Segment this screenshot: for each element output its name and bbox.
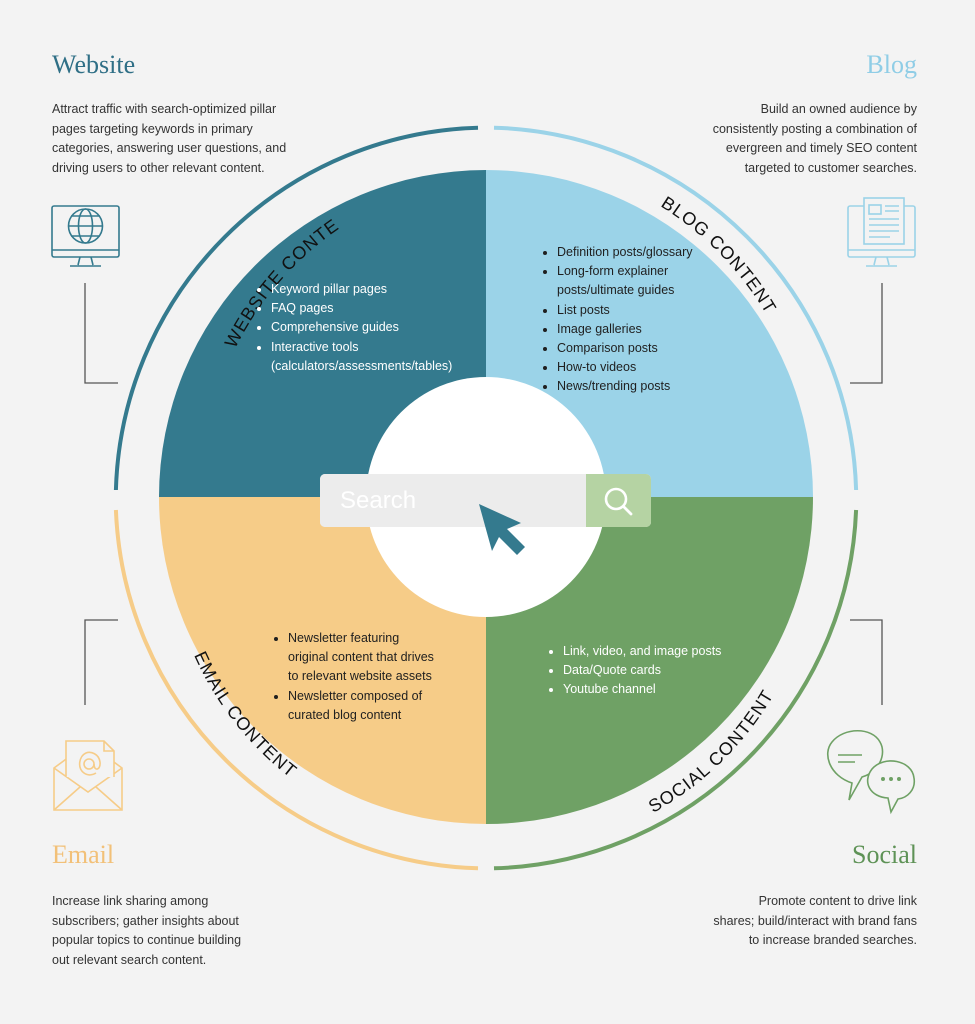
blog-connector-line bbox=[850, 283, 883, 384]
website-description-line: pages targeting keywords in primary bbox=[52, 121, 253, 136]
email-description: Increase link sharing among subscribers;… bbox=[52, 892, 312, 970]
list-item: Newsletter composed of curated blog conte… bbox=[288, 687, 488, 725]
website-connector-line bbox=[84, 283, 118, 384]
email-description-line: subscribers; gather insights about bbox=[52, 913, 239, 928]
email-outer-ring bbox=[113, 509, 479, 871]
blog-description: Build an owned audience by consistently … bbox=[657, 100, 917, 178]
list-item: Newsletter featuring original content tha… bbox=[288, 629, 488, 687]
list-item-text: Newsletter composed of bbox=[288, 688, 423, 703]
list-item-text: to relevant website assets bbox=[288, 669, 432, 684]
cursor-arrow-icon bbox=[479, 504, 525, 555]
monitor-article-icon bbox=[847, 197, 916, 267]
list-item: Interactive tools (calculators/assessment… bbox=[271, 338, 496, 376]
list-item-text: posts/ultimate guides bbox=[557, 283, 675, 298]
website-description: Attract traffic with search-optimized pi… bbox=[52, 100, 312, 178]
website-content-list: Keyword pillar pages FAQ pages Comprehen… bbox=[253, 280, 496, 376]
monitor-globe-icon bbox=[51, 205, 120, 267]
email-description-line: popular topics to continue building bbox=[52, 933, 242, 947]
envelope-at-icon bbox=[53, 740, 123, 811]
social-outer-ring bbox=[493, 509, 859, 871]
list-item: Youtube channel bbox=[563, 680, 763, 699]
list-item: Comprehensive guides bbox=[271, 318, 496, 337]
email-content-list: Newsletter featuring original content tha… bbox=[270, 629, 488, 725]
list-item: News/trending posts bbox=[557, 377, 737, 396]
website-title: Website bbox=[52, 50, 136, 79]
blog-description-line: evergreen and timely SEO content bbox=[725, 141, 917, 155]
search-button[interactable] bbox=[586, 474, 651, 527]
list-item: Image galleries bbox=[557, 320, 737, 339]
search-input[interactable] bbox=[320, 474, 586, 527]
list-item: Link, video, and image posts bbox=[563, 642, 763, 661]
social-description-line: to increase branded searches. bbox=[748, 933, 917, 947]
social-title: Social bbox=[852, 840, 917, 869]
website-description-line: Attract traffic with search-optimized pi… bbox=[52, 102, 277, 116]
social-content-list: Link, video, and image posts Data/Quote … bbox=[545, 642, 763, 700]
social-description-line: shares; build/interact with brand fans bbox=[713, 913, 917, 928]
list-item: Data/Quote cards bbox=[563, 661, 763, 680]
email-connector-line bbox=[84, 619, 118, 705]
list-item: Comparison posts bbox=[557, 339, 737, 358]
email-description-line: Increase link sharing among bbox=[52, 894, 209, 908]
search-icon bbox=[604, 487, 633, 516]
list-item: Long-form explainer posts/ultimate guides bbox=[557, 262, 737, 300]
list-item-text: Newsletter featuring bbox=[288, 631, 400, 645]
list-item-text: Interactive tools bbox=[271, 339, 359, 354]
search-bar bbox=[320, 474, 651, 527]
social-connector-line bbox=[850, 619, 883, 705]
blog-description-line: targeted to customer searches. bbox=[744, 160, 917, 175]
list-item: Keyword pillar pages bbox=[271, 280, 496, 299]
blog-description-line: Build an owned audience by bbox=[760, 102, 917, 116]
blog-outer-ring bbox=[493, 125, 859, 491]
social-description: Promote content to drive link shares; bu… bbox=[657, 892, 917, 951]
website-outer-ring bbox=[113, 125, 479, 491]
website-description-line: driving users to other relevant content. bbox=[52, 160, 265, 175]
list-item: Definition posts/glossary bbox=[557, 243, 737, 262]
list-item-text: (calculators/assessments/tables) bbox=[271, 358, 453, 373]
blog-content-list: Definition posts/glossary Long-form expl… bbox=[539, 243, 737, 397]
list-item: List posts bbox=[557, 301, 737, 320]
chat-bubbles-icon bbox=[827, 730, 916, 815]
list-item: FAQ pages bbox=[271, 299, 496, 318]
list-item-text: Long-form explainer bbox=[557, 264, 669, 279]
list-item: How-to videos bbox=[557, 358, 737, 377]
blog-description-line: consistently posting a combination of bbox=[712, 121, 917, 136]
list-item-text: original content that drives bbox=[288, 650, 434, 665]
website-description-line: categories, answering user questions, an… bbox=[52, 141, 287, 155]
email-description-line: out relevant search content. bbox=[52, 952, 207, 967]
blog-title: Blog bbox=[866, 50, 917, 79]
social-description-line: Promote content to drive link bbox=[758, 894, 917, 908]
list-item-text: curated blog content bbox=[288, 707, 402, 722]
email-title: Email bbox=[52, 840, 115, 869]
